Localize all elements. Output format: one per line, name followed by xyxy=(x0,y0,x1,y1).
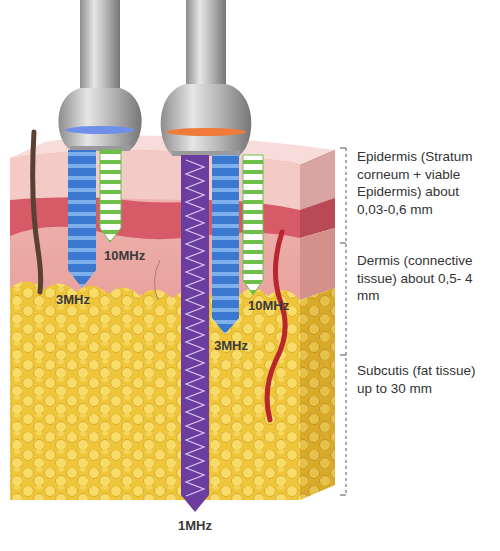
layer-label: Epidermis (Stratum corneum + viable Epid… xyxy=(357,148,493,218)
frequency-label: 3MHz xyxy=(214,338,248,355)
layer-label: Dermis (connective tissue) about 0,5- 4 … xyxy=(357,252,493,305)
frequency-label: 10MHz xyxy=(104,248,145,265)
layer-label: Subcutis (fat tissue) up to 30 mm xyxy=(357,362,493,397)
frequency-label: 1MHz xyxy=(178,518,212,535)
frequency-label: 10MHz xyxy=(248,298,289,315)
frequency-label: 3MHz xyxy=(56,292,90,309)
